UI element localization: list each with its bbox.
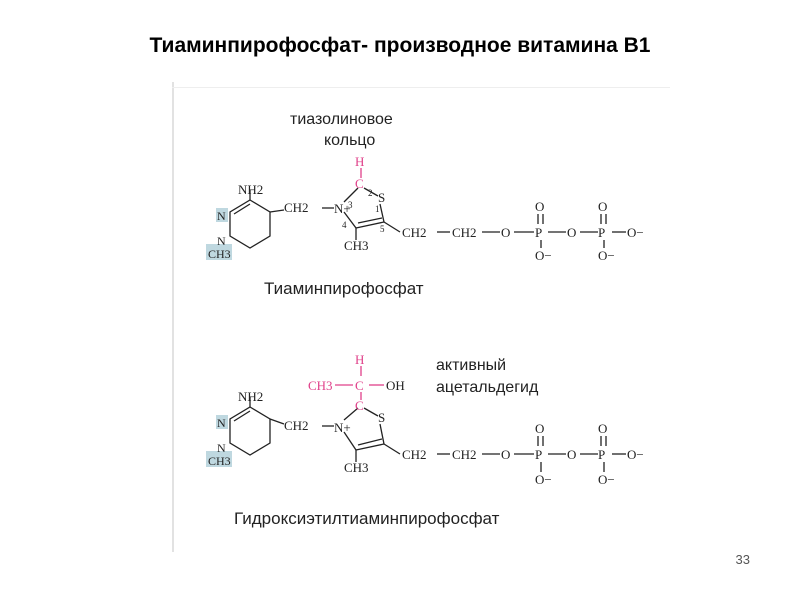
ring-n2-atom-bottom: N <box>217 441 226 455</box>
pyrimidine-double-bond-bottom <box>233 410 251 422</box>
p1-oxo-bottom: O <box>535 421 544 436</box>
thiazole-bond-s-c5-top <box>379 203 385 223</box>
hydroxyethyl-h-bottom: H <box>355 352 364 367</box>
p1-ominus-top: O− <box>535 248 552 263</box>
phosphorus-2-top: P <box>598 225 605 240</box>
thiazole-nplus-top: N+ <box>334 201 351 216</box>
hets-name-label: Гидроксиэтилтиаминпирофосфат <box>234 509 500 528</box>
chemical-structure-figure: тиазолиновое кольцо NH2 N N CH3 CH2 N+ H… <box>172 82 670 552</box>
hydroxyethyl-oh-bottom: OH <box>386 378 405 393</box>
thiazole-ring-label-line2: кольцо <box>324 132 375 149</box>
structures-svg: тиазолиновое кольцо NH2 N N CH3 CH2 N+ H… <box>206 111 644 528</box>
thiazole-ring-label-line1: тиазолиновое <box>290 111 393 128</box>
thiazole-bond-c5-c4-bottom <box>355 443 385 451</box>
pyrimidine-ring-top <box>229 199 271 249</box>
thiazole-ch3-bottom: CH3 <box>344 460 369 475</box>
thiazole-ch3-top: CH3 <box>344 238 369 253</box>
thiazole-bond-n-c2-bottom <box>343 407 359 421</box>
thiazole-bond-c2-s-top <box>363 187 379 197</box>
nh2-atom-top: NH2 <box>238 182 263 197</box>
chain-o1-bottom: O <box>501 447 510 462</box>
ring-n-highlight-bottom <box>216 415 228 429</box>
thiazole-bond-c5-c4-top <box>355 221 385 229</box>
ring-n1-atom-top: N <box>217 209 226 223</box>
phosphorus-1-top: P <box>535 225 542 240</box>
c2-hydrogen-top: H <box>355 154 364 169</box>
phosphorus-2-bottom: P <box>598 447 605 462</box>
ch3-highlight-bottom <box>206 451 232 467</box>
ring-n2-atom-top: N <box>217 234 226 248</box>
thiazole-sulfur-top: S <box>378 190 385 205</box>
chain-o2-top: O <box>567 225 576 240</box>
c2-carbon-bottom: C <box>355 398 364 413</box>
thiazole-bond-c2-s-bottom <box>363 407 379 417</box>
ch2-bridge-top: CH2 <box>284 200 309 215</box>
ring-number-4-top: 4 <box>342 220 347 230</box>
c5-chain-bond-bottom <box>383 443 401 455</box>
pyrimidine-double-bond-top <box>233 203 251 215</box>
phosphorus-1-bottom: P <box>535 447 542 462</box>
slide-title: Тиаминпирофосфат- производное витамина В… <box>149 34 651 57</box>
figure-top-edge <box>172 87 670 88</box>
pyrimidine-ch3-bottom: CH3 <box>208 454 231 468</box>
terminal-ominus-top: O− <box>627 225 644 240</box>
chain-o1-top: O <box>501 225 510 240</box>
thiazole-double-bond-bottom <box>357 438 383 446</box>
thiazole-bond-c4-n-bottom <box>343 431 357 451</box>
p1-oxo-top: O <box>535 199 544 214</box>
thiazole-nplus-bottom: N+ <box>334 420 351 435</box>
ch2-bridge-bottom: CH2 <box>284 418 309 433</box>
figure-left-edge <box>172 82 174 552</box>
pyrimidine-ch3-top: CH3 <box>208 247 231 261</box>
terminal-ominus-bottom: O− <box>627 447 644 462</box>
nh2-atom-bottom: NH2 <box>238 389 263 404</box>
hydroxyethyl-ch3-bottom: CH3 <box>308 378 333 393</box>
c2-carbon-top: C <box>355 176 364 191</box>
hydroxyethyl-c-bottom: C <box>355 378 364 393</box>
active-acetaldehyde-line2: ацетальдегид <box>436 379 539 396</box>
p1-ominus-bottom: O− <box>535 472 552 487</box>
chain-o2-bottom: O <box>567 447 576 462</box>
active-acetaldehyde-line1: активный <box>436 357 506 374</box>
thiazole-bond-s-c5-bottom <box>379 423 385 445</box>
thiazole-bond-n-c2-top <box>343 187 359 203</box>
chain-ch2a-top: CH2 <box>402 225 427 240</box>
c5-chain-bond-top <box>383 221 401 233</box>
thiazole-double-bond-top <box>357 217 383 224</box>
ring-n1-atom-bottom: N <box>217 416 226 430</box>
tpp-name-label: Тиаминпирофосфат <box>264 279 424 298</box>
ring-n-highlight-top <box>216 208 228 222</box>
ring-number-2-top: 2 <box>368 188 373 198</box>
chain-ch2a-bottom: CH2 <box>402 447 427 462</box>
ring-number-3-top: 3 <box>348 200 353 210</box>
p2-ominus-bottom: O− <box>598 472 615 487</box>
ring-ch2-bond-bottom <box>269 418 285 425</box>
ring-number-1-top: 1 <box>375 204 380 214</box>
p2-oxo-bottom: O <box>598 421 607 436</box>
p2-ominus-top: O− <box>598 248 615 263</box>
chain-ch2b-top: CH2 <box>452 225 477 240</box>
thiazole-sulfur-bottom: S <box>378 410 385 425</box>
slide-page-number: 33 <box>735 552 750 567</box>
chain-ch2b-bottom: CH2 <box>452 447 477 462</box>
ch3-highlight-top <box>206 244 232 260</box>
p2-oxo-top: O <box>598 199 607 214</box>
ring-ch2-bond-top <box>269 209 285 213</box>
pyrimidine-ring-bottom <box>229 406 271 456</box>
thiazole-bond-c4-n-top <box>343 211 357 229</box>
ring-number-5-top: 5 <box>380 224 385 234</box>
